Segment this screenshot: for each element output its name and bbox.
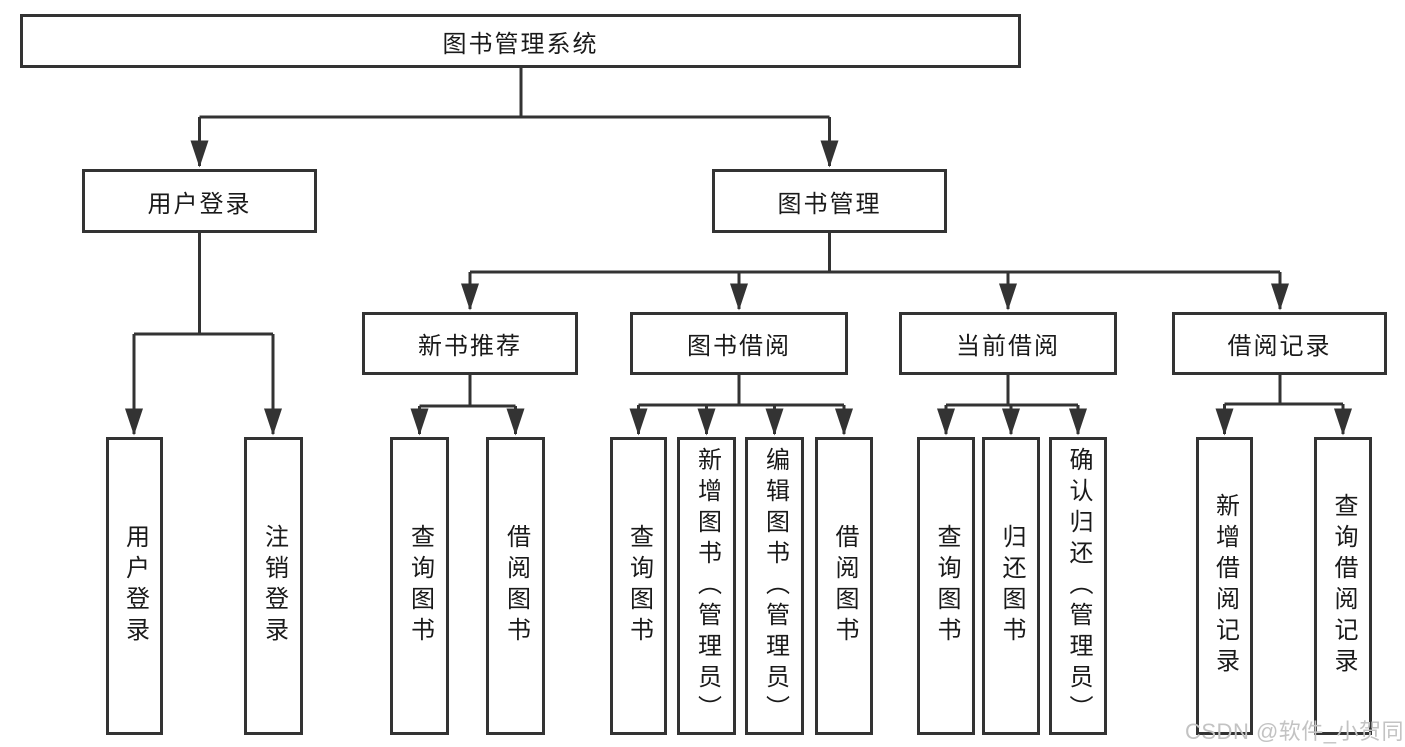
leaf-records-add-record: 新增借阅记录 xyxy=(1196,437,1253,735)
leaf-current-query-book-label: 查询图书 xyxy=(933,524,960,648)
node-root: 图书管理系统 xyxy=(20,14,1021,68)
leaf-user-login: 用户登录 xyxy=(106,437,163,735)
node-current-borrowing: 当前借阅 xyxy=(899,312,1117,375)
leaf-recommend-borrow-book: 借阅图书 xyxy=(486,437,545,735)
leaf-recommend-query-book-label: 查询图书 xyxy=(406,524,434,648)
node-book-management: 图书管理 xyxy=(712,169,947,233)
leaf-borrowing-borrow-book-label: 借阅图书 xyxy=(831,524,858,648)
leaf-current-confirm-return-admin-label: 确认归还（管理员） xyxy=(1065,446,1092,726)
leaf-recommend-borrow-book-label: 借阅图书 xyxy=(502,524,530,648)
leaf-records-query-record-label: 查询借阅记录 xyxy=(1330,493,1357,679)
leaf-current-query-book: 查询图书 xyxy=(917,437,975,735)
watermark-text: CSDN @软件_小贺同学 xyxy=(1185,719,1405,744)
node-book-borrowing: 图书借阅 xyxy=(630,312,848,375)
leaf-recommend-query-book: 查询图书 xyxy=(390,437,449,735)
leaf-current-return-book-label: 归还图书 xyxy=(998,524,1025,648)
leaf-borrowing-edit-book-admin: 编辑图书（管理员） xyxy=(745,437,804,735)
leaf-user-login-label: 用户登录 xyxy=(121,524,149,648)
leaf-borrowing-borrow-book: 借阅图书 xyxy=(815,437,873,735)
leaf-logout: 注销登录 xyxy=(244,437,303,735)
leaf-borrowing-query-book-label: 查询图书 xyxy=(625,524,653,648)
node-new-book-recommendation: 新书推荐 xyxy=(362,312,578,375)
connector-skeleton xyxy=(125,68,1352,436)
leaf-current-confirm-return-admin: 确认归还（管理员） xyxy=(1049,437,1107,735)
leaf-current-return-book: 归还图书 xyxy=(982,437,1040,735)
leaf-borrowing-add-book-admin-label: 新增图书（管理员） xyxy=(693,446,721,726)
node-borrowing-records: 借阅记录 xyxy=(1172,312,1387,375)
leaf-records-add-record-label: 新增借阅记录 xyxy=(1211,493,1239,679)
leaf-records-query-record: 查询借阅记录 xyxy=(1314,437,1372,735)
leaf-borrowing-edit-book-admin-label: 编辑图书（管理员） xyxy=(761,446,789,726)
leaf-logout-label: 注销登录 xyxy=(260,524,288,648)
leaf-borrowing-add-book-admin: 新增图书（管理员） xyxy=(677,437,736,735)
leaf-borrowing-query-book: 查询图书 xyxy=(610,437,667,735)
node-user-login: 用户登录 xyxy=(82,169,317,233)
